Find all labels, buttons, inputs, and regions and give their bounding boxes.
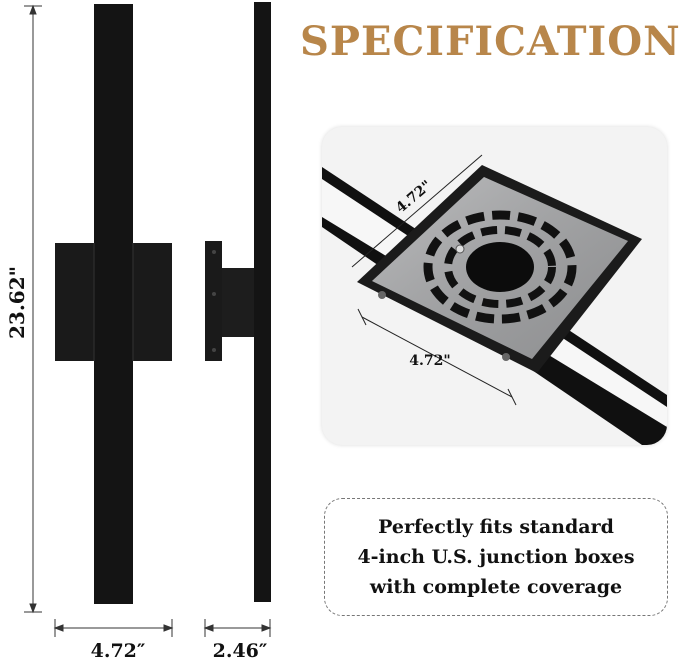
note-line-2: 4-inch U.S. junction boxes (357, 546, 635, 568)
height-label: 23.62" (5, 265, 29, 339)
side-view-fixture (205, 2, 271, 602)
mounting-plate-photo: 4.72" 4.72" (322, 127, 667, 445)
front-width-dimension-line (53, 619, 174, 637)
side-depth-label: 2.46″ (212, 640, 268, 662)
front-width-label: 4.72″ (90, 640, 146, 662)
page-title: SPECIFICATION (300, 18, 679, 65)
note-line-3: with complete coverage (369, 576, 623, 598)
plate-dimension-lines (351, 154, 517, 406)
fixture-dimension-drawing (24, 2, 272, 637)
side-depth-dimension-line (203, 619, 272, 637)
mounting-plate-illustration (322, 154, 667, 445)
front-view-fixture (55, 4, 172, 604)
note-line-1: Perfectly fits standard (378, 516, 614, 538)
junction-box-note: Perfectly fits standard 4-inch U.S. junc… (324, 498, 668, 616)
plate-length-label: 4.72" (409, 353, 451, 369)
slot-ring (423, 210, 577, 324)
height-dimension-line (24, 4, 42, 614)
